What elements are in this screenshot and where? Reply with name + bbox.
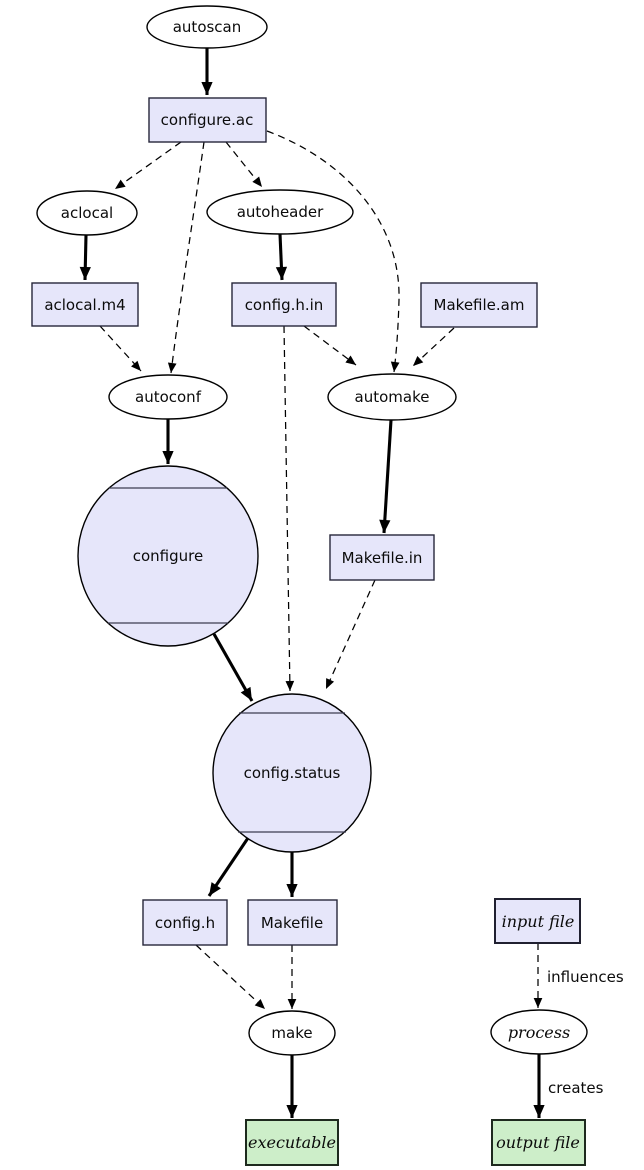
node-makefile-am-label: Makefile.am (434, 296, 525, 314)
node-configure-ac-label: configure.ac (161, 111, 254, 129)
edge-configureac-aclocal (114, 141, 182, 190)
legend-node-process: process (490, 1009, 588, 1055)
node-executable: executable (245, 1119, 339, 1166)
node-makefile: Makefile (247, 899, 338, 946)
edge-configureac-automake (266, 130, 400, 373)
node-config-status-label: config.status (244, 764, 341, 782)
node-configure: configure (77, 465, 259, 647)
node-aclocal-label: aclocal (61, 204, 113, 222)
node-aclocal-m4-label: aclocal.m4 (44, 296, 125, 314)
node-makefile-label: Makefile (261, 914, 323, 932)
node-makefile-am: Makefile.am (420, 282, 538, 328)
node-automake-label: automake (355, 388, 430, 406)
edge-configureac-autoheader (225, 141, 263, 188)
node-autoscan-label: autoscan (173, 18, 242, 36)
legend-process-label: process (508, 1023, 570, 1042)
node-autoscan: autoscan (146, 5, 268, 49)
node-make-label: make (271, 1024, 312, 1042)
edge-makefilein-configstatus (325, 579, 376, 690)
node-config-h: config.h (142, 899, 228, 946)
edge-configureac-autoconf (167, 141, 205, 374)
node-configure-label: configure (133, 547, 203, 565)
edge-aclocal-aclocalm4 (79, 234, 91, 281)
legend-input-file-label: input file (502, 912, 575, 931)
edge-configure-configstatus (212, 633, 254, 702)
node-output-file-label: output file (496, 1133, 580, 1152)
node-make: make (248, 1010, 336, 1056)
edges: influences creates (79, 47, 624, 1118)
node-config-h-in: config.h.in (231, 282, 337, 327)
node-config-status: config.status (212, 693, 372, 853)
node-autoconf-label: autoconf (135, 388, 202, 406)
node-config-h-in-label: config.h.in (245, 296, 324, 314)
node-autoheader: autoheader (206, 189, 354, 235)
edge-aclocalm4-autoconf (99, 325, 142, 372)
node-configure-ac: configure.ac (148, 97, 267, 143)
node-makefile-in: Makefile.in (329, 534, 435, 581)
edge-configstatus-configh (207, 837, 250, 897)
edge-label-influences: influences (547, 968, 624, 986)
node-config-h-label: config.h (155, 914, 215, 932)
node-aclocal: aclocal (36, 190, 138, 236)
edge-autoheader-confighin (275, 233, 288, 281)
edge-label-creates: creates (548, 1079, 604, 1097)
node-autoheader-label: autoheader (237, 203, 324, 221)
node-output-file: output file (491, 1119, 586, 1166)
node-autoconf: autoconf (108, 374, 228, 420)
edge-makefileam-automake (412, 327, 455, 367)
node-aclocal-m4: aclocal.m4 (31, 282, 139, 327)
node-makefile-in-label: Makefile.in (342, 549, 423, 567)
legend-node-input-file: input file (494, 898, 581, 944)
edge-confighin-configstatus (283, 325, 295, 692)
node-executable-label: executable (248, 1133, 336, 1152)
edge-configh-make (195, 944, 266, 1010)
node-automake: automake (327, 373, 457, 421)
edge-confighin-automake (303, 325, 357, 366)
edge-automake-makefilein (379, 419, 393, 534)
